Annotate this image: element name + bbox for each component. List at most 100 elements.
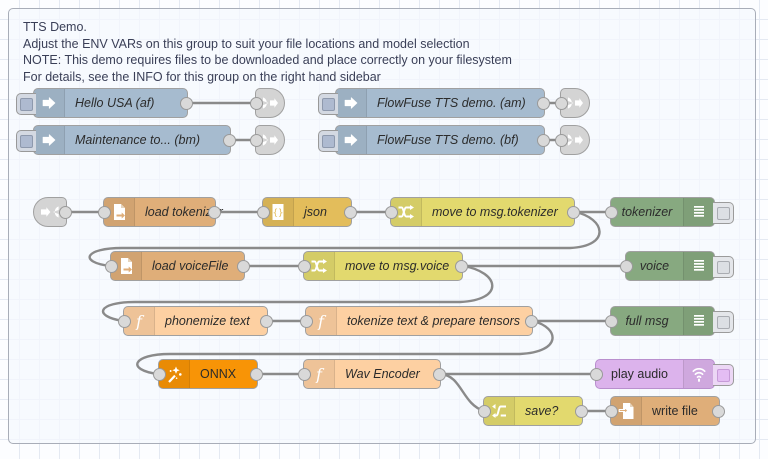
- debug-lines-icon: [683, 252, 714, 280]
- input-port[interactable]: [298, 260, 311, 273]
- input-port[interactable]: [478, 405, 491, 418]
- node-label: ONNX: [200, 367, 237, 381]
- node-label: load tokenizer: [145, 205, 223, 219]
- debug-enable-toggle[interactable]: [713, 256, 734, 278]
- input-port[interactable]: [620, 260, 633, 273]
- output-port[interactable]: [712, 405, 725, 418]
- inject-trigger-button[interactable]: [16, 130, 36, 152]
- svg-text:f: f: [315, 365, 325, 383]
- input-port[interactable]: [605, 405, 618, 418]
- node-change-move-to-msg-tokenizer[interactable]: move to msg.tokenizer: [385, 197, 580, 227]
- node-label: write file: [652, 404, 698, 418]
- inject-trigger-button[interactable]: [16, 93, 36, 115]
- node-change-move-to-msg-voice[interactable]: move to msg.voice: [298, 251, 468, 281]
- node-label: tokenizer: [621, 205, 673, 219]
- node-label: move to msg.tokenizer: [432, 205, 558, 219]
- node-file-in-load-tokenizer[interactable]: load tokenizer: [98, 197, 223, 227]
- node-inject-flowfuse-am[interactable]: FlowFuse TTS demo. (am): [318, 88, 550, 118]
- node-label: phonemize text: [165, 314, 250, 328]
- node-debug-full-msg[interactable]: full msg: [605, 306, 734, 336]
- inject-arrow-icon: [336, 89, 367, 117]
- node-label: FlowFuse TTS demo. (bf): [377, 133, 519, 147]
- input-port[interactable]: [298, 368, 311, 381]
- node-label: tokenize text & prepare tensors: [347, 314, 521, 328]
- audio-play-toggle[interactable]: [713, 364, 734, 386]
- node-label: Wav Encoder: [345, 367, 420, 381]
- svg-text:f: f: [317, 312, 327, 330]
- node-label: move to msg.voice: [345, 259, 450, 273]
- inject-trigger-button[interactable]: [318, 93, 338, 115]
- node-inject-flowfuse-bf[interactable]: FlowFuse TTS demo. (bf): [318, 125, 550, 155]
- debug-lines-icon: [683, 307, 714, 335]
- group-description-text: TTS Demo. Adjust the ENV VARs on this gr…: [23, 20, 512, 84]
- node-link-out-2[interactable]: [250, 125, 285, 155]
- node-link-out-1[interactable]: [250, 88, 285, 118]
- input-port[interactable]: [555, 134, 568, 147]
- input-port[interactable]: [257, 206, 270, 219]
- file-in-icon: [111, 252, 142, 280]
- input-port[interactable]: [605, 206, 618, 219]
- node-ui-play-audio[interactable]: play audio: [590, 359, 734, 389]
- output-port[interactable]: [455, 260, 468, 273]
- input-port[interactable]: [250, 134, 263, 147]
- node-json[interactable]: {} json: [257, 197, 357, 227]
- node-link-out-4[interactable]: [555, 125, 590, 155]
- input-port[interactable]: [153, 368, 166, 381]
- svg-text:f: f: [135, 312, 145, 330]
- input-port[interactable]: [105, 260, 118, 273]
- input-port[interactable]: [555, 97, 568, 110]
- output-port[interactable]: [208, 206, 221, 219]
- output-port[interactable]: [537, 97, 550, 110]
- node-inject-hello-usa[interactable]: Hello USA (af): [16, 88, 193, 118]
- node-function-tokenize-prepare-tensors[interactable]: f tokenize text & prepare tensors: [300, 306, 538, 336]
- output-port[interactable]: [525, 315, 538, 328]
- node-label: FlowFuse TTS demo. (am): [377, 96, 526, 110]
- node-label: voice: [639, 259, 670, 273]
- input-port[interactable]: [590, 368, 603, 381]
- output-port[interactable]: [180, 97, 193, 110]
- input-port[interactable]: [98, 206, 111, 219]
- node-onnx[interactable]: ONNX: [153, 359, 263, 389]
- node-label: load voiceFile: [152, 259, 229, 273]
- node-file-in-load-voicefile[interactable]: load voiceFile: [105, 251, 250, 281]
- output-port[interactable]: [260, 315, 273, 328]
- output-port[interactable]: [575, 405, 588, 418]
- node-label: Maintenance to... (bm): [75, 133, 201, 147]
- input-port[interactable]: [118, 315, 131, 328]
- svg-text:{}: {}: [273, 209, 284, 219]
- output-port[interactable]: [537, 134, 550, 147]
- output-port[interactable]: [223, 134, 236, 147]
- debug-enable-toggle[interactable]: [713, 202, 734, 224]
- node-debug-voice[interactable]: voice: [620, 251, 734, 281]
- node-label: json: [304, 205, 327, 219]
- node-link-in-1[interactable]: [33, 197, 72, 227]
- inject-arrow-icon: [336, 126, 367, 154]
- node-switch-save[interactable]: save?: [478, 396, 588, 426]
- output-port[interactable]: [237, 260, 250, 273]
- output-port[interactable]: [344, 206, 357, 219]
- node-function-wav-encoder[interactable]: f Wav Encoder: [298, 359, 446, 389]
- inject-trigger-button[interactable]: [318, 130, 338, 152]
- debug-enable-toggle[interactable]: [713, 311, 734, 333]
- output-port[interactable]: [59, 206, 72, 219]
- link-out-icon: [263, 97, 278, 109]
- link-in-icon: [41, 206, 59, 218]
- link-out-icon: [568, 134, 583, 146]
- node-debug-tokenizer[interactable]: tokenizer: [605, 197, 734, 227]
- input-port[interactable]: [250, 97, 263, 110]
- output-port[interactable]: [567, 206, 580, 219]
- node-inject-maintenance[interactable]: Maintenance to... (bm): [16, 125, 236, 155]
- link-out-icon: [263, 134, 278, 146]
- link-out-icon: [568, 97, 583, 109]
- input-port[interactable]: [300, 315, 313, 328]
- input-port[interactable]: [385, 206, 398, 219]
- node-function-phonemize-text[interactable]: f phonemize text: [118, 306, 273, 336]
- audio-wave-icon: [683, 360, 714, 388]
- node-file-out-write-file[interactable]: write file: [605, 396, 725, 426]
- debug-lines-icon: [683, 198, 714, 226]
- output-port[interactable]: [250, 368, 263, 381]
- node-link-out-3[interactable]: [555, 88, 590, 118]
- output-port[interactable]: [433, 368, 446, 381]
- input-port[interactable]: [605, 315, 618, 328]
